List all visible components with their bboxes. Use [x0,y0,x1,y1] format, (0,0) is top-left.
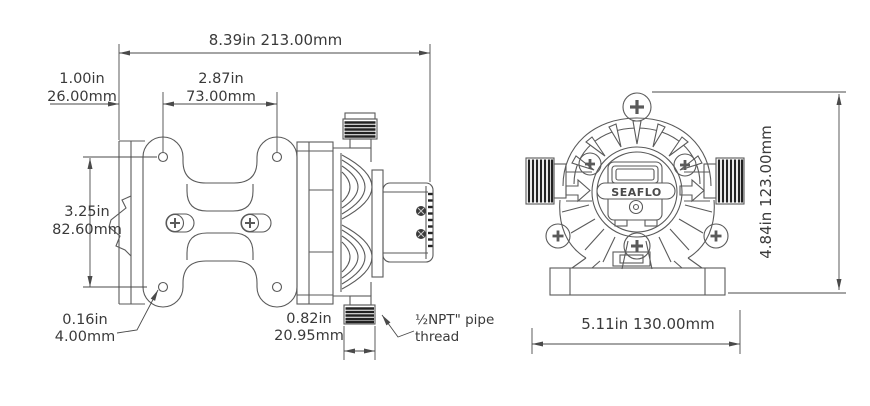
lower-screw-left [545,223,571,249]
dim-port-diameter-label: 0.82in 20.95mm [274,311,344,344]
mounting-bracket [108,136,298,308]
screw-slot-right [240,213,272,233]
brand-stadium [596,182,676,200]
dim-hole-spacing-label: 2.87in 73.00mm [186,71,256,105]
front-view [525,92,745,296]
mount-hole [157,151,169,163]
side-view [108,112,434,325]
motor-body [296,141,334,305]
bottom-port-threads [345,307,374,324]
pump-head-front [591,146,683,238]
bracket-top-cutout [186,184,254,212]
outlet-threads [717,159,744,203]
center-screw [623,232,651,260]
bracket-bottom-cutout [186,232,254,260]
bracket-clip [108,195,132,257]
inlet-threads [527,159,554,203]
pressure-switch-housing [371,169,434,278]
diaphragm-chamber [341,224,373,290]
top-port-threads [344,121,376,138]
screw-slot-left [165,213,195,233]
ear-screw-right [673,153,697,177]
diaphragm-chamber [341,154,373,220]
flow-arrow-right [679,178,705,203]
leader-hole-diameter [116,289,159,334]
brand-logo-text: SEAFLO [611,186,662,199]
mounting-base [549,267,726,296]
inlet-port [525,157,592,205]
dim-mount-height-label: 3.25in 82.60mm [52,204,122,238]
mount-hole [157,281,169,293]
dim-overall-height-label: 4.84in 123.00mm [757,125,775,259]
dim-hole-diameter-label: 0.16in 4.00mm [54,312,116,345]
outlet-port [679,157,745,205]
leader-pipe-thread [381,314,415,338]
housing-ridges [428,192,433,248]
flow-arrow-left [565,178,591,203]
ear-screw-left [578,152,602,176]
lower-screw-right [703,223,729,249]
top-screw [622,92,652,122]
dim-overall-width-label: 5.11in 130.00mm [581,315,715,333]
dim-hole-offset-label: 1.00in 26.00mm [47,71,117,105]
top-port [342,112,378,149]
mount-hole [271,151,283,163]
mount-hole [271,281,283,293]
pipe-thread-note: ½NPT" pipe thread [415,312,495,345]
bottom-port [343,295,376,325]
dim-overall-length-label: 8.39in 213.00mm [208,31,343,49]
lower-housing [545,199,729,270]
dimension-annotations [50,44,846,360]
pump-head [333,147,373,297]
